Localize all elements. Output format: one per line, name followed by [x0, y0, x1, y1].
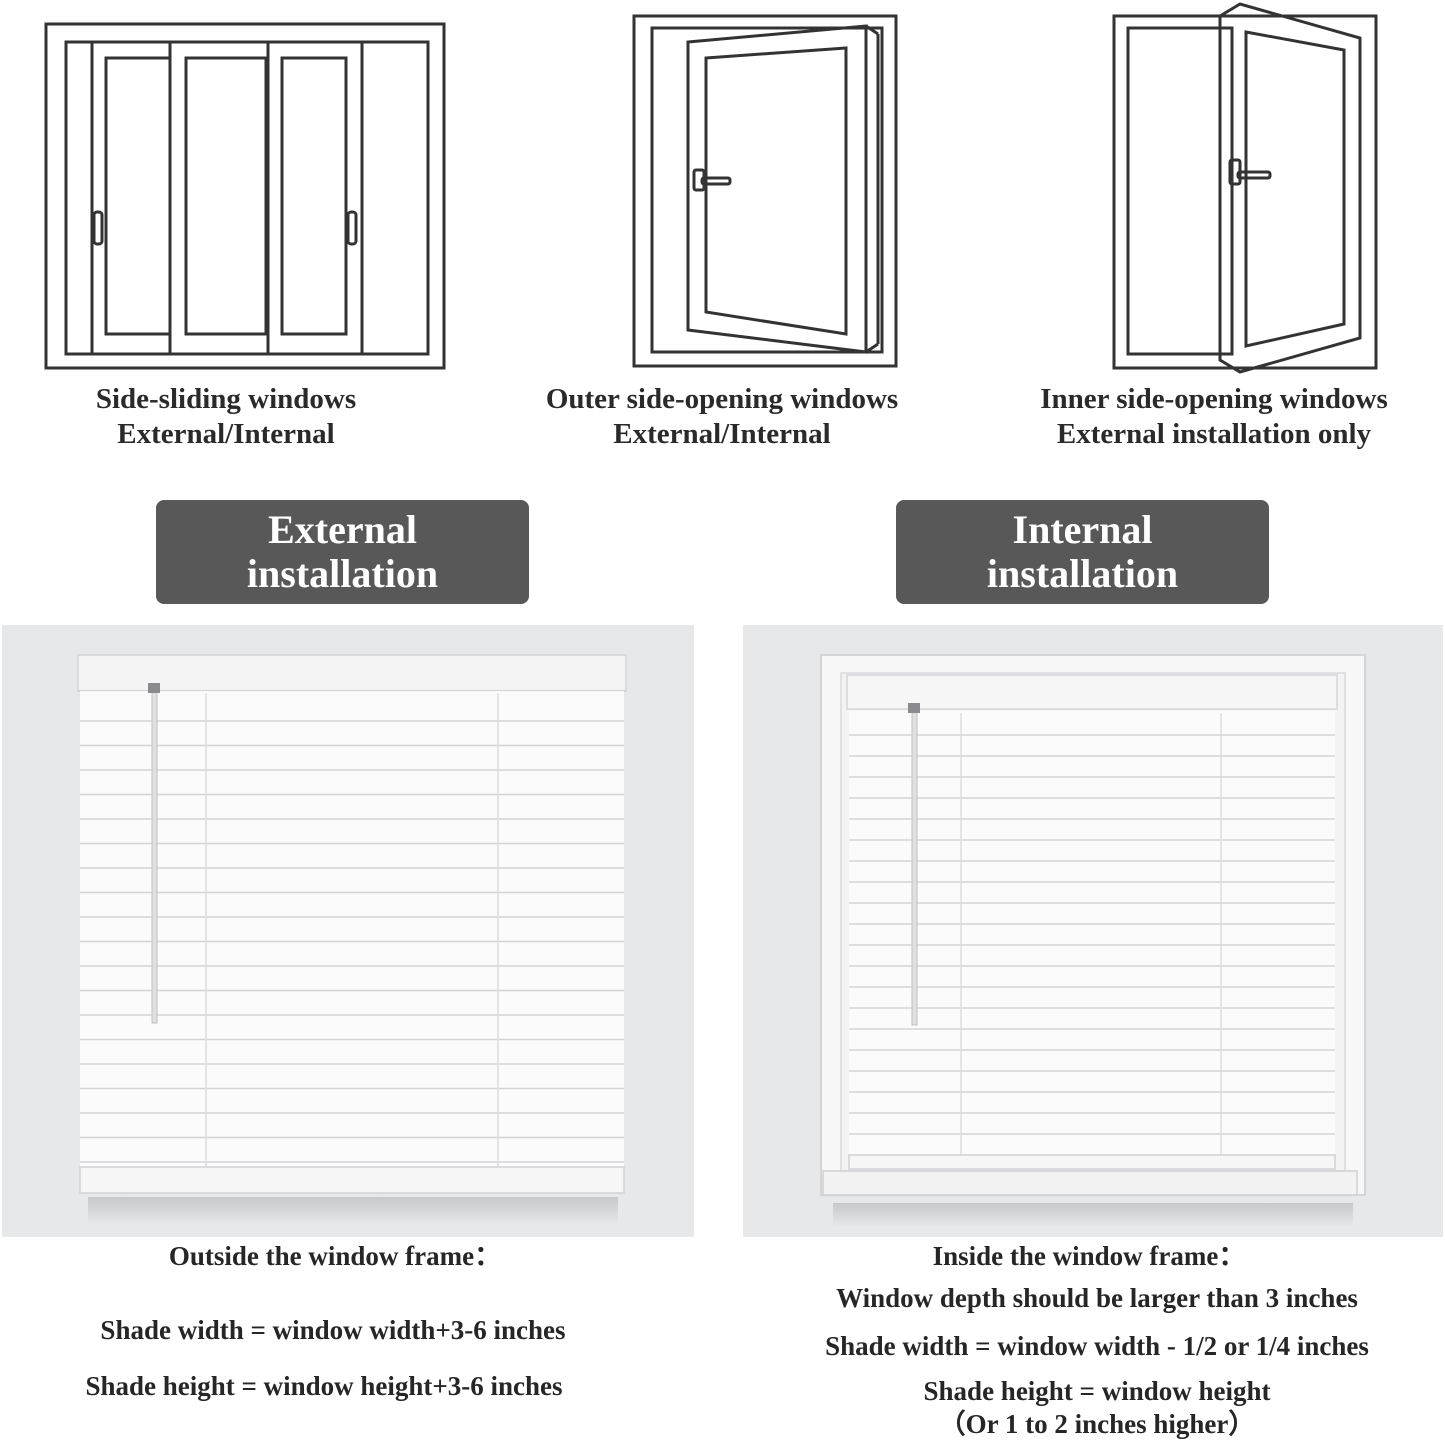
outer-side-opening-window-icon: [632, 14, 898, 368]
internal-installation-badge: Internal installation: [896, 500, 1269, 604]
external-heading: Outside the window frame：: [168, 1241, 502, 1271]
external-height-rule: Shade height = window height+3-6 inches: [85, 1371, 563, 1401]
external-installation-badge: External installation: [156, 500, 529, 604]
window-type-subtitle: External/Internal: [613, 418, 831, 450]
internal-width-rule: Shade width = window width - 1/2 or 1/4 …: [825, 1331, 1369, 1361]
internal-installation-photo: [743, 625, 1443, 1237]
window-type-caption: Outer side-opening windows External/Inte…: [492, 382, 952, 452]
internal-depth-rule: Window depth should be larger than 3 inc…: [836, 1283, 1358, 1313]
external-width-rule: Shade width = window width+3-6 inches: [100, 1315, 566, 1345]
blind-outside-frame-icon: [77, 654, 627, 1225]
badge-line: installation: [986, 551, 1179, 596]
blind-inside-frame-icon: [820, 654, 1366, 1227]
badge-line: Internal: [1012, 507, 1153, 552]
window-type-caption: Inner side-opening windows External inst…: [984, 382, 1444, 452]
badge-line: installation: [246, 551, 439, 596]
window-type-caption: Side-sliding windows External/Internal: [0, 382, 452, 452]
window-type-subtitle: External/Internal: [117, 418, 335, 450]
internal-height-note: （Or 1 to 2 inches higher）: [938, 1409, 1256, 1439]
window-type-subtitle: External installation only: [1056, 418, 1372, 450]
window-type-title: Side-sliding windows: [95, 383, 357, 415]
external-installation-photo: [2, 625, 694, 1237]
badge-line: External: [268, 507, 417, 552]
internal-height-rule: Shade height = window height: [923, 1376, 1271, 1406]
internal-heading: Inside the window frame：: [932, 1241, 1246, 1271]
window-type-title: Inner side-opening windows: [1040, 383, 1388, 415]
side-sliding-window-icon: [44, 22, 446, 370]
inner-side-opening-window-icon: [1112, 2, 1378, 374]
window-type-title: Outer side-opening windows: [545, 383, 899, 415]
